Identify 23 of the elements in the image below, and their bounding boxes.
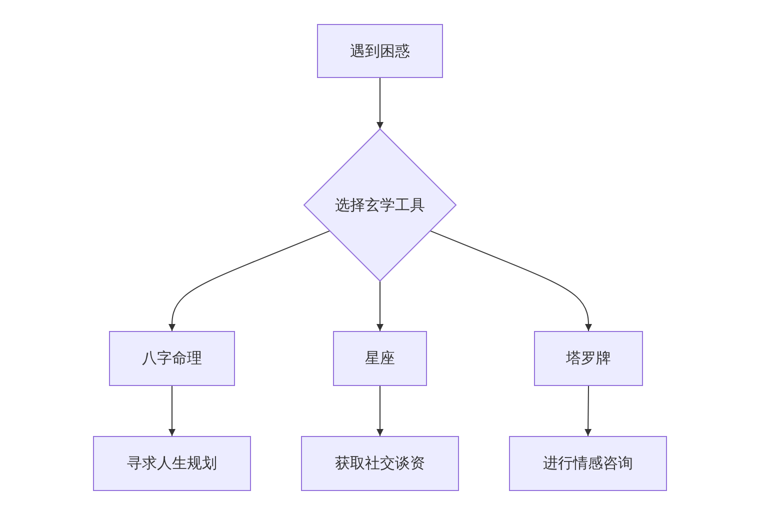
arrow bbox=[430, 230, 592, 332]
node-label: 进行情感咨询 bbox=[543, 454, 633, 473]
node-label: 遇到困惑 bbox=[350, 42, 410, 60]
process-box bbox=[333, 331, 427, 386]
process-box bbox=[534, 331, 643, 386]
node-label: 塔罗牌 bbox=[566, 349, 611, 368]
process-box bbox=[301, 436, 459, 491]
arrow bbox=[168, 386, 176, 436]
arrow bbox=[584, 386, 592, 436]
arrow bbox=[376, 386, 384, 436]
process-box bbox=[93, 436, 251, 491]
node-label: 选择玄学工具 bbox=[335, 196, 425, 214]
node-label: 八字命理 bbox=[142, 349, 202, 368]
node-label: 寻求人生规划 bbox=[127, 454, 217, 473]
node-label: 星座 bbox=[365, 349, 395, 368]
process-box bbox=[317, 24, 443, 78]
arrow bbox=[376, 280, 384, 332]
arrow bbox=[376, 78, 384, 130]
arrow bbox=[168, 230, 330, 332]
process-box bbox=[109, 331, 235, 386]
process-box bbox=[509, 436, 667, 491]
decision-diamond bbox=[304, 129, 456, 281]
node-label: 获取社交谈资 bbox=[335, 454, 425, 473]
